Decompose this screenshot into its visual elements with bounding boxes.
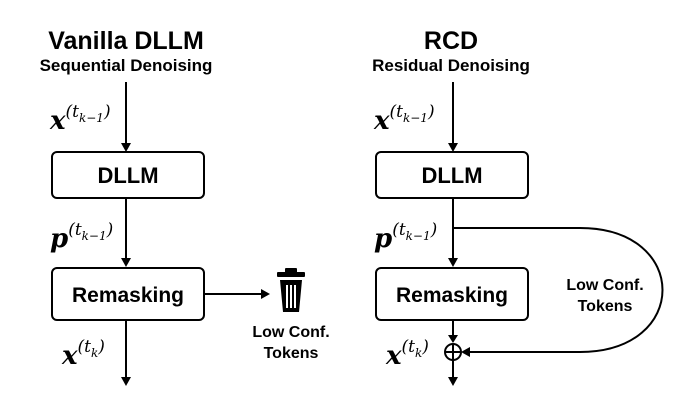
vanilla-subtitle: Sequential Denoising: [40, 56, 213, 75]
arrowhead: [121, 143, 131, 152]
residual-label-line2: Tokens: [578, 298, 633, 315]
rcd-subtitle: Residual Denoising: [372, 56, 530, 75]
rcd-title: RCD: [424, 27, 478, 55]
rcd-input-label: x(tk−1): [373, 102, 435, 136]
circled-plus-icon: [444, 343, 462, 361]
rcd-dllm-label: DLLM: [421, 163, 482, 188]
discard-label-line1: Low Conf.: [252, 324, 329, 341]
rcd-prob-label: p(tk−1): [374, 220, 437, 254]
vanilla-output-label: x(tk): [61, 337, 105, 371]
arrowhead: [261, 289, 270, 299]
vanilla-remasking-label: Remasking: [72, 284, 184, 307]
vanilla-title: Vanilla DLLM: [48, 27, 204, 55]
rcd-remasking-label: Remasking: [396, 284, 508, 307]
arrowhead: [448, 143, 458, 152]
arrowhead: [448, 377, 458, 386]
residual-label-line1: Low Conf.: [566, 277, 643, 294]
arrowhead: [448, 335, 458, 343]
vanilla-input-label: x(tk−1): [49, 102, 111, 136]
vanilla-dllm-box: [51, 151, 205, 199]
arrowhead: [121, 377, 131, 386]
vanilla-dllm-panel: Vanilla DLLM Sequential Denoising x(tk−1…: [40, 27, 330, 386]
vanilla-dllm-label: DLLM: [97, 163, 158, 188]
arrowhead: [121, 258, 131, 267]
vanilla-prob-label: p(tk−1): [50, 220, 113, 254]
arrowhead: [448, 258, 458, 267]
rcd-output-label: x(tk): [385, 337, 429, 371]
discard-label-line2: Tokens: [264, 345, 319, 362]
residual-path: [453, 227, 664, 353]
arrowhead: [461, 347, 470, 357]
rcd-panel: RCD Residual Denoising x(tk−1) DLLM p(tk…: [372, 27, 664, 386]
trash-icon: [277, 268, 305, 312]
